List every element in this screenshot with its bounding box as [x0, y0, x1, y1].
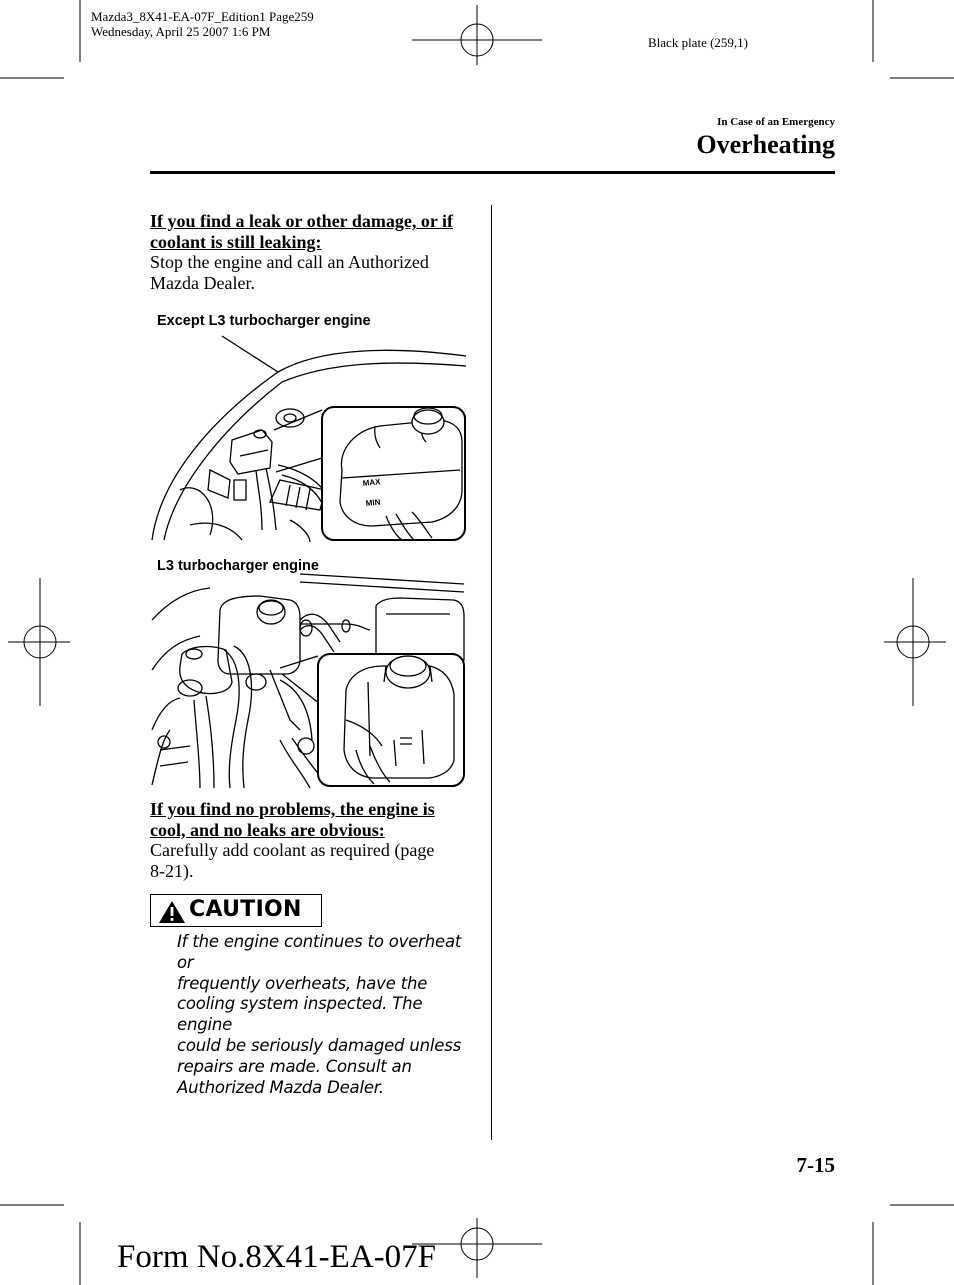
para-leak-heading-1: If you find a leak or other damage, or i…	[150, 211, 454, 231]
print-header-line2: Wednesday, April 25 2007 1:6 PM	[91, 24, 271, 39]
section-kicker: In Case of an Emergency	[717, 116, 835, 128]
caution-line: If the engine continues to overheat or	[177, 932, 462, 972]
caution-banner: CAUTION	[150, 894, 322, 927]
caution-line: could be seriously damaged unless	[177, 1035, 462, 1055]
para-no-problems-body-1: Carefully add coolant as required (page	[150, 840, 435, 860]
para-leak-body-1: Stop the engine and call an Authorized	[150, 252, 429, 272]
caution-label: CAUTION	[189, 897, 302, 922]
caution-text: If the engine continues to overheat or f…	[177, 932, 482, 1098]
header-rule	[150, 171, 835, 174]
figure2-label: L3 turbocharger engine	[157, 558, 319, 574]
print-header-line1: Mazda3_8X41-EA-07F_Edition1 Page259	[91, 9, 314, 24]
page-number: 7-15	[796, 1153, 836, 1177]
para-leak-body-2: Mazda Dealer.	[150, 272, 255, 293]
para-no-problems: If you find no problems, the engine is c…	[150, 799, 480, 881]
figure1-engine-illustration: MAX MIN	[151, 335, 467, 542]
form-number: Form No.8X41-EA-07F	[117, 1239, 436, 1275]
inset-min-mark: MIN	[365, 497, 381, 508]
inset-max-mark: MAX	[362, 477, 381, 488]
caution-line: repairs are made. Consult an	[177, 1056, 412, 1076]
caution-line: Authorized Mazda Dealer.	[177, 1077, 384, 1097]
figure2-engine-illustration	[151, 573, 465, 789]
print-header: Mazda3_8X41-EA-07F_Edition1 Page259 Wedn…	[91, 9, 314, 39]
para-no-problems-heading-2: cool, and no leaks are obvious:	[150, 819, 385, 840]
para-leak-heading-2: coolant is still leaking:	[150, 231, 322, 252]
column-divider	[491, 205, 492, 1140]
caution-line: cooling system inspected. The engine	[177, 994, 423, 1035]
warning-triangle-icon	[159, 901, 185, 923]
page-title: Overheating	[696, 130, 835, 159]
para-leak: If you find a leak or other damage, or i…	[150, 211, 480, 293]
para-no-problems-body-2: 8-21).	[150, 860, 194, 881]
figure1-label: Except L3 turbocharger engine	[157, 313, 371, 329]
plate-label: Black plate (259,1)	[648, 35, 748, 50]
caution-line: frequently overheats, have the	[177, 973, 428, 993]
para-no-problems-heading-1: If you find no problems, the engine is	[150, 799, 435, 819]
